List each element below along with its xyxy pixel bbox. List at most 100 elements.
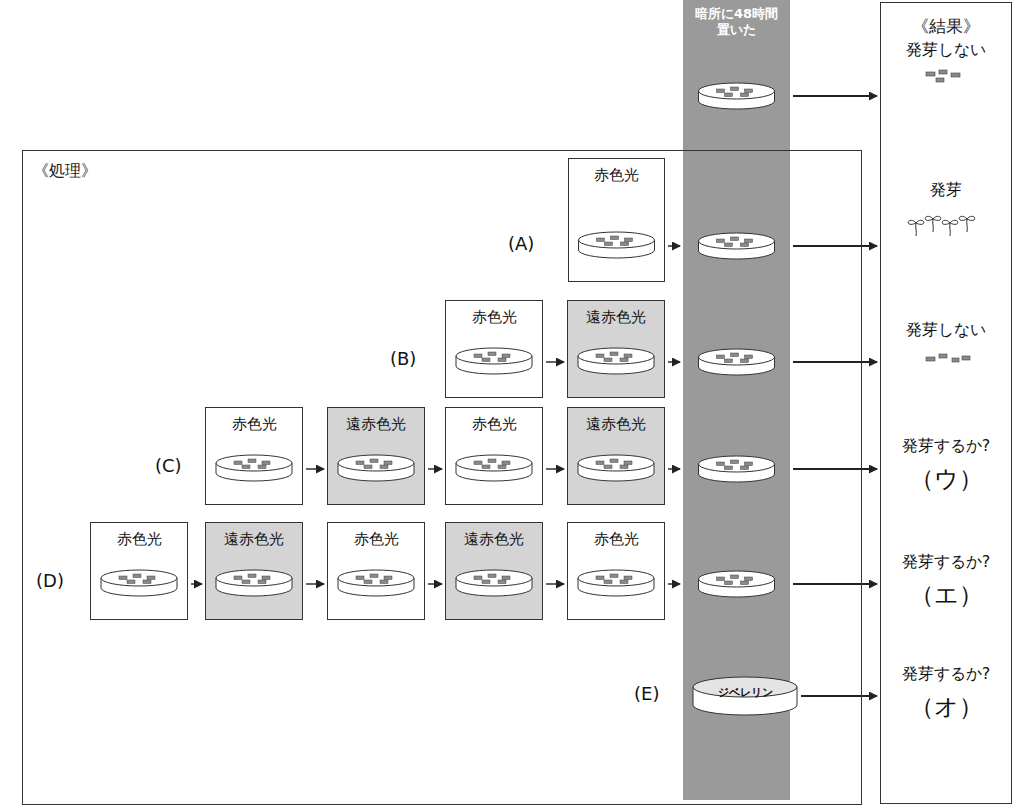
- arrow: [793, 361, 877, 363]
- seed: [731, 460, 739, 464]
- result-text: 発芽するか?: [881, 552, 1011, 573]
- arrow: [668, 468, 680, 469]
- dish: [216, 455, 292, 481]
- dish-rim: [578, 455, 654, 471]
- node-text: 赤色光: [472, 415, 517, 434]
- dish-rim: [578, 348, 654, 364]
- seed: [258, 580, 266, 584]
- seed: [939, 70, 947, 74]
- row-label: (B): [390, 348, 416, 369]
- light-box: 遠赤色光: [327, 407, 425, 505]
- seed: [717, 577, 725, 581]
- seed: [596, 354, 604, 358]
- seed: [725, 359, 733, 363]
- result-text: （オ）: [881, 691, 1011, 723]
- seed: [745, 577, 753, 581]
- node-text: ジベレリン: [699, 686, 791, 700]
- seed: [143, 580, 151, 584]
- seed: [498, 465, 506, 469]
- seed: [731, 87, 739, 91]
- result-text: 発芽するか?: [881, 436, 1011, 457]
- seed: [488, 352, 496, 356]
- seed: [952, 358, 959, 362]
- seed: [482, 358, 490, 362]
- dish: [579, 232, 655, 258]
- result-text: 発芽: [881, 180, 1011, 201]
- seed: [370, 574, 378, 578]
- seed: [356, 461, 364, 465]
- seed: [488, 459, 496, 463]
- seed: [119, 576, 127, 580]
- sprout: [925, 216, 941, 232]
- seed: [502, 461, 510, 465]
- dish: [578, 455, 654, 481]
- seed: [926, 72, 935, 76]
- seed: [498, 580, 506, 584]
- dish-rim: [216, 455, 292, 471]
- seed: [364, 465, 372, 469]
- seed: [604, 465, 612, 469]
- seed: [610, 574, 618, 578]
- row-label: (C): [155, 455, 182, 476]
- seed: [951, 73, 960, 77]
- node-text: 赤色光: [232, 415, 277, 434]
- light-box: 赤色光: [567, 522, 665, 620]
- row-label: (E): [634, 683, 659, 704]
- seed: [258, 465, 266, 469]
- arrow: [306, 468, 324, 469]
- seed: [621, 242, 629, 246]
- light-box: 遠赤色光: [205, 522, 303, 620]
- seed: [620, 358, 628, 362]
- seed: [741, 359, 749, 363]
- seed: [127, 580, 135, 584]
- arrow: [428, 583, 442, 584]
- sprout: [908, 220, 924, 236]
- node-text: 《結果》: [912, 15, 980, 38]
- arrow: [793, 583, 877, 585]
- treatment-panel: 赤色光赤色光遠赤色光赤色光遠赤色光赤色光遠赤色光赤色光遠赤色光赤色光遠赤色光赤色…: [22, 150, 862, 805]
- seed: [620, 580, 628, 584]
- result-text: 発芽しない: [881, 320, 1011, 341]
- seed: [133, 574, 141, 578]
- seed: [745, 462, 753, 466]
- seed: [248, 574, 256, 578]
- dish-rim: [456, 570, 532, 586]
- node-text: 遠赤色光: [586, 308, 646, 327]
- seed: [482, 580, 490, 584]
- arrow: [546, 583, 564, 584]
- seed: [625, 238, 633, 242]
- seed: [242, 465, 250, 469]
- dish: [338, 455, 414, 481]
- dish-rim: [699, 571, 775, 587]
- result-text: 発芽しない: [881, 40, 1011, 61]
- dish: [456, 455, 532, 481]
- seed: [380, 465, 388, 469]
- seed: [488, 574, 496, 578]
- arrow: [191, 583, 202, 584]
- seed: [926, 357, 935, 361]
- seed: [725, 581, 733, 585]
- sprout-shape: [942, 220, 958, 236]
- node-text: 遠赤色光: [224, 530, 284, 549]
- seed: [936, 78, 944, 82]
- dish: [101, 570, 177, 596]
- seed: [731, 575, 739, 579]
- dish-rim: [216, 570, 292, 586]
- seed: [380, 580, 388, 584]
- dish: [578, 570, 654, 596]
- seed: [725, 93, 733, 97]
- node-text: 遠赤色光: [586, 415, 646, 434]
- result-text: （ウ）: [881, 463, 1011, 495]
- light-box: 赤色光: [568, 158, 665, 282]
- light-box: 赤色光: [205, 407, 303, 505]
- result-panel: 《結果》: [880, 2, 1012, 804]
- sprout-shape: [925, 216, 941, 232]
- dish: [578, 348, 654, 374]
- seed: [474, 461, 482, 465]
- dish: [338, 570, 414, 596]
- seed: [741, 243, 749, 247]
- arrow: [801, 695, 877, 697]
